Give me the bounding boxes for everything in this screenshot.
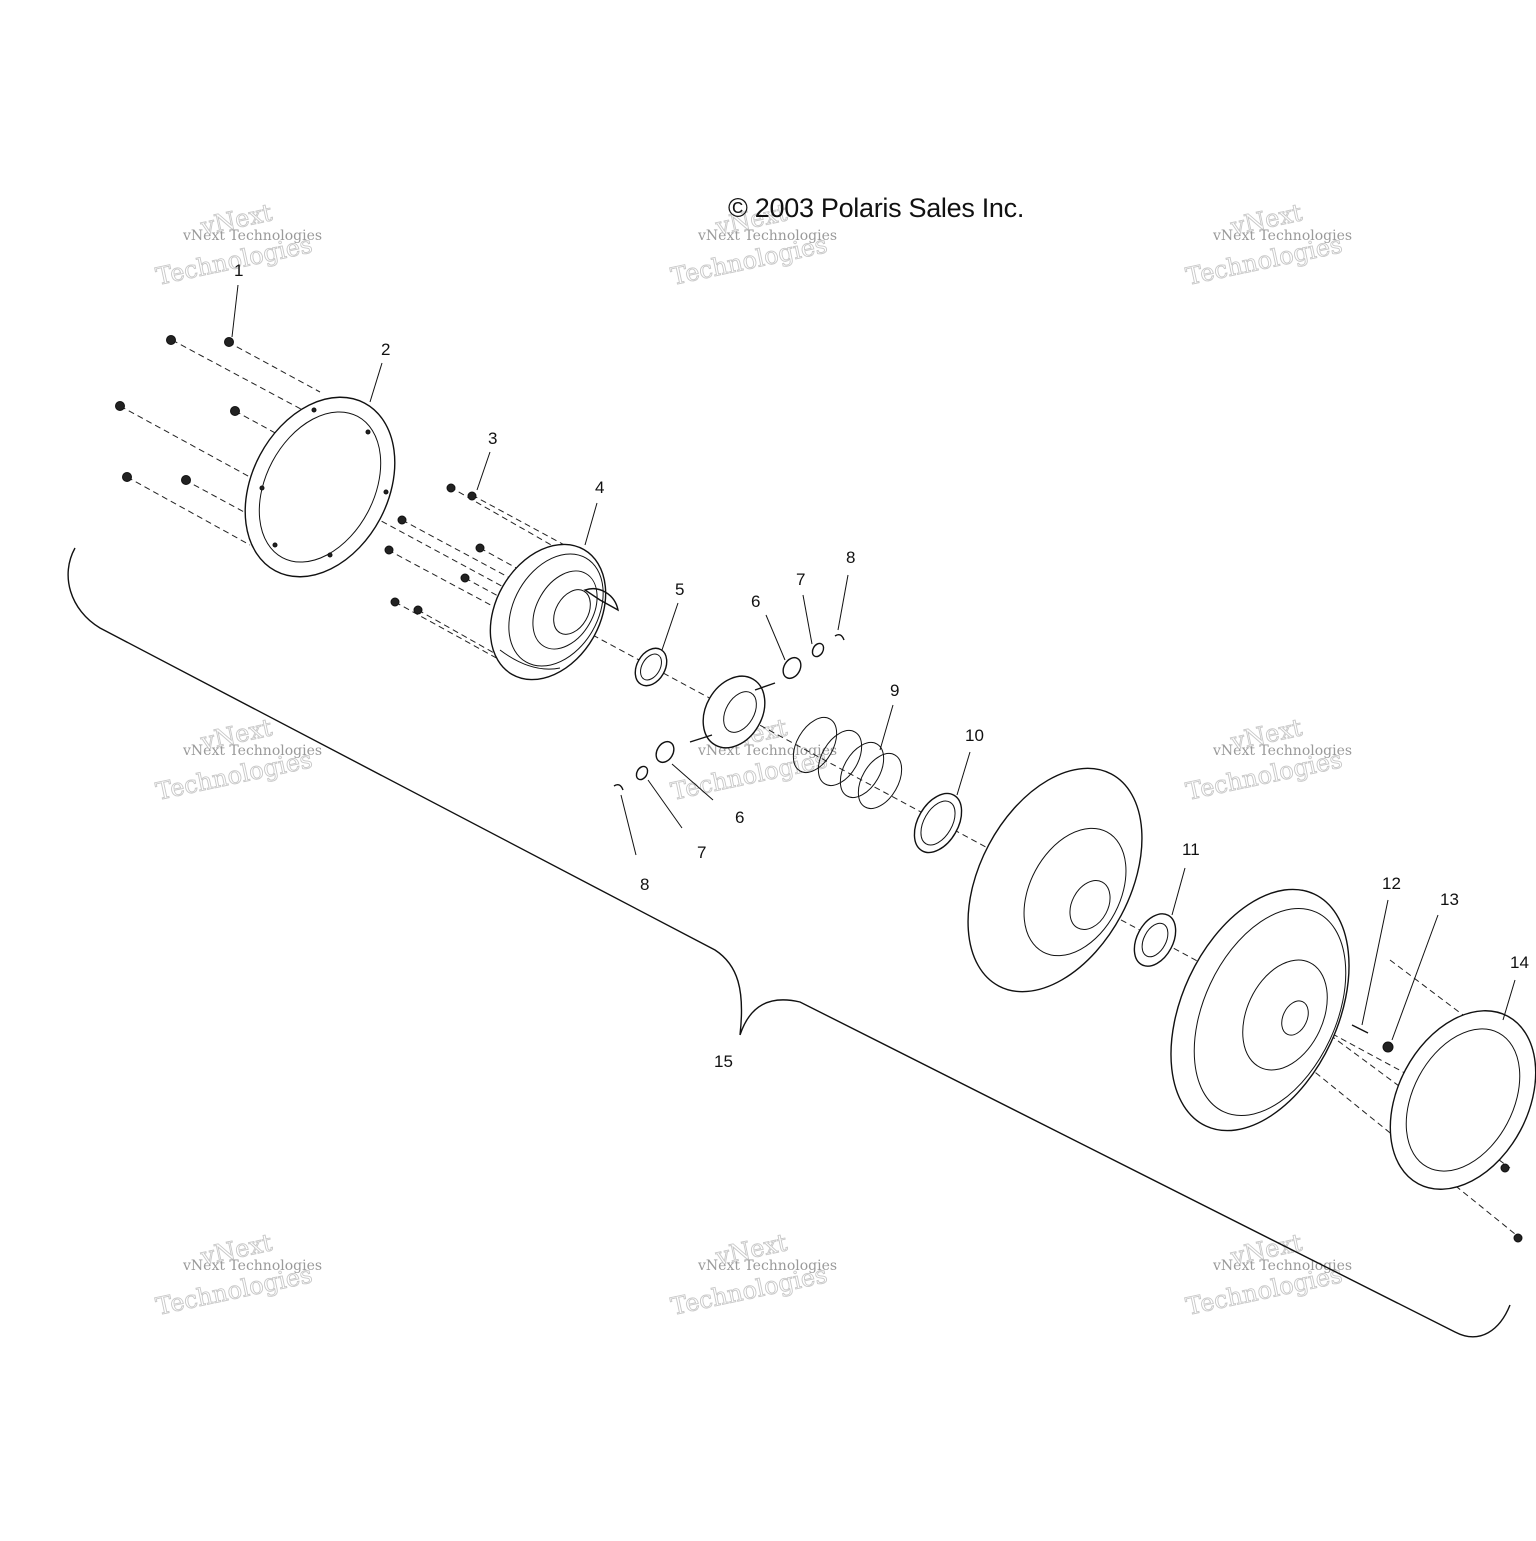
part-5-ring-inner [640, 653, 662, 681]
callout-14: 14 [1510, 953, 1529, 972]
callout-7-upper: 7 [796, 570, 805, 589]
callout-2: 2 [381, 340, 390, 359]
callout-6-lower: 6 [735, 808, 744, 827]
watermark-tile: vNext Technologies vNext Technologies [1183, 1228, 1352, 1321]
part-5-ring [634, 647, 668, 687]
watermark-text: vNext Technologies [697, 1258, 837, 1274]
part-11-washer [1133, 913, 1177, 967]
part-4-housing [489, 543, 619, 681]
callout-8-lower: 8 [640, 875, 649, 894]
part-11-washer-inner [1141, 922, 1169, 958]
part-10-ring-inner [920, 800, 956, 846]
callout-4: 4 [595, 478, 604, 497]
callout-3: 3 [488, 429, 497, 448]
part-3-screws [384, 483, 485, 615]
part-12-pin [1351, 1024, 1369, 1034]
watermarks: vNext Technologies vNext Technologies vN… [153, 198, 1352, 1321]
callout-6-upper: 6 [751, 592, 760, 611]
callout-7-lower: 7 [697, 843, 706, 862]
watermark-tile: vNext Technologies vNext Technologies [153, 713, 322, 806]
watermark-text: vNext Technologies [1212, 228, 1352, 244]
watermark-tile: vNext Technologies vNext Technologies [1183, 198, 1352, 291]
watermark-tile: vNext Technologies vNext Technologies [1183, 713, 1352, 806]
callout-8-upper: 8 [846, 548, 855, 567]
part-2-cover-ring [244, 396, 396, 578]
spider-hub [689, 675, 776, 749]
leader-lines [231, 284, 1516, 1041]
callout-1: 1 [234, 261, 243, 280]
part-14-cover-ring [1389, 1010, 1536, 1243]
callout-13: 13 [1440, 890, 1459, 909]
watermark-text: vNext Technologies [697, 228, 837, 244]
part-1-screws [115, 335, 240, 485]
assembly-brace [67, 547, 1511, 1338]
callout-9: 9 [890, 681, 899, 700]
watermark-text: vNext Technologies [182, 743, 322, 759]
callout-12: 12 [1382, 874, 1401, 893]
fixed-sheave [1170, 888, 1350, 1132]
callout-10: 10 [965, 726, 984, 745]
watermark-text: vNext Technologies [182, 1258, 322, 1274]
callout-11: 11 [1182, 840, 1200, 859]
part-7-washers [635, 642, 825, 781]
part-9-spring [792, 717, 903, 809]
callout-15: 15 [714, 1052, 733, 1071]
callout-labels: 1 2 3 4 5 6 6 7 7 8 8 9 10 11 12 13 14 1… [234, 261, 1529, 1071]
part-8-clips [613, 633, 845, 791]
watermark-text: vNext Technologies [182, 228, 322, 244]
part-6-rollers [655, 656, 802, 764]
watermark-tile: vNext Technologies vNext Technologies [668, 1228, 837, 1321]
callout-5: 5 [675, 580, 684, 599]
part-13-nut [1382, 1041, 1394, 1053]
copyright-notice: © 2003 Polaris Sales Inc. [728, 193, 1025, 223]
watermark-tile: vNext Technologies vNext Technologies [153, 1228, 322, 1321]
moveable-sheave [967, 767, 1143, 993]
part-10-ring [913, 792, 963, 854]
watermark-text: vNext Technologies [1212, 743, 1352, 759]
